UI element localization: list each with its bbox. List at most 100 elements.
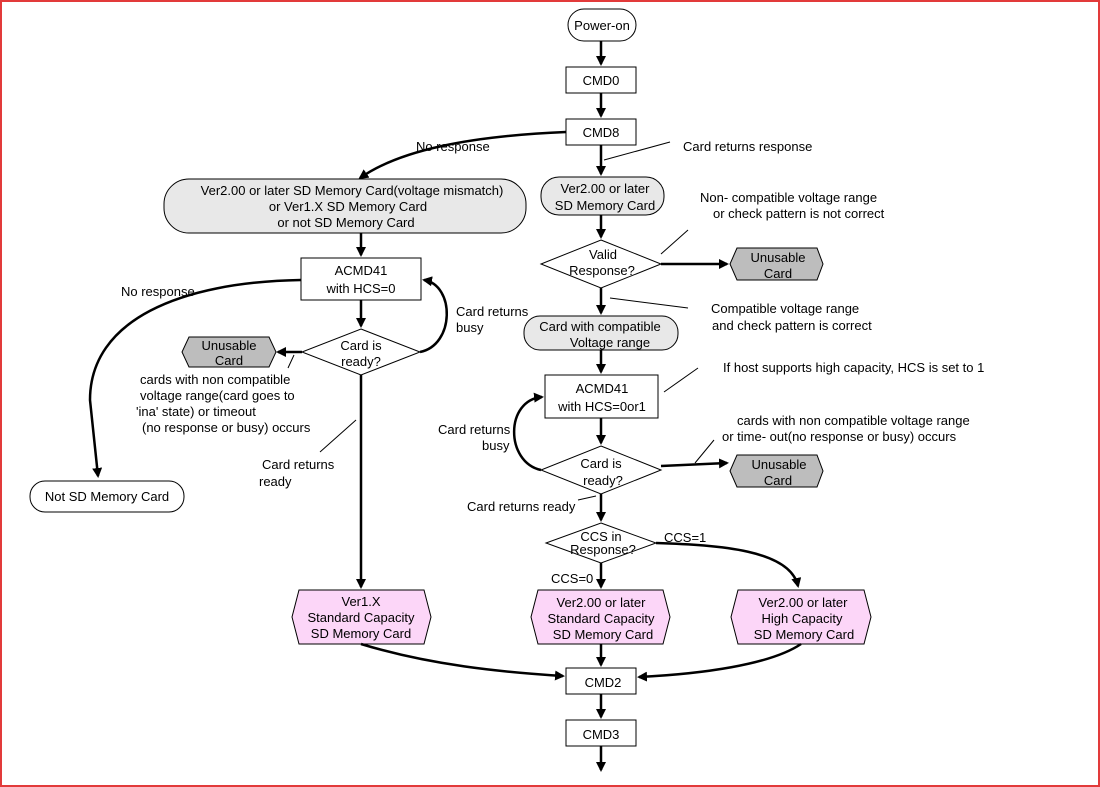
label-busy-left-1: Card returns [456, 304, 529, 319]
label-left-unusable-4: (no response or busy) occurs [142, 420, 311, 435]
svg-text:SD Memory Card: SD Memory Card [553, 627, 653, 642]
callout-left-unusable [287, 354, 295, 369]
ready-right-decision: Card is ready? [539, 445, 663, 495]
label-left-unusable-3: 'ina' state) or timeout [136, 404, 256, 419]
acmd41-right-node: ACMD41 with HCS=0or1 [544, 374, 659, 419]
svg-text:CMD8: CMD8 [583, 125, 620, 140]
callout-noncompat [660, 229, 689, 255]
svg-text:CCS in: CCS in [580, 529, 621, 544]
svg-text:CMD3: CMD3 [583, 727, 620, 742]
svg-text:Card: Card [764, 266, 792, 281]
svg-text:Ver2.00 or later: Ver2.00 or later [557, 595, 647, 610]
label-right-unusable-2: or time- out(no response or busy) occurs [722, 429, 957, 444]
arrow-busy-loop-right [512, 392, 544, 472]
cmd3-node: CMD3 [565, 719, 637, 747]
label-hcs-note: If host supports high capacity, HCS is s… [723, 360, 984, 375]
svg-text:ACMD41: ACMD41 [335, 263, 388, 278]
svg-text:Card is: Card is [580, 456, 622, 471]
cmd0-node: CMD0 [565, 66, 637, 94]
svg-text:ready?: ready? [341, 354, 381, 369]
cmd2-node: CMD2 [565, 667, 637, 695]
arrow-acmd41-notsd [88, 278, 302, 478]
callout-right-unusable [694, 439, 715, 464]
svg-text:SD Memory Card: SD Memory Card [555, 198, 655, 213]
svg-text:Unusable: Unusable [202, 338, 257, 353]
label-ready-left-1: Card returns [262, 457, 335, 472]
label-ready-right: Card returns ready [467, 499, 576, 514]
svg-text:or Ver1.X SD Memory Card: or Ver1.X SD Memory Card [269, 199, 427, 214]
callout-card-returns-response [603, 141, 671, 161]
svg-text:Unusable: Unusable [752, 457, 807, 472]
label-right-unusable-1: cards with non compatible voltage range [737, 413, 970, 428]
left-card-state-node: Ver2.00 or later SD Memory Card(voltage … [163, 178, 527, 234]
not-sd-node: Not SD Memory Card [29, 480, 185, 513]
label-ccs0: CCS=0 [551, 571, 593, 586]
acmd41-left-node: ACMD41 with HCS=0 [300, 257, 422, 301]
label-busy-right-2: busy [482, 438, 510, 453]
label-noncompat-2: or check pattern is not correct [713, 206, 885, 221]
callout-compat [609, 297, 689, 309]
svg-text:Card: Card [215, 353, 243, 368]
svg-text:Power-on: Power-on [574, 18, 630, 33]
svg-text:ready?: ready? [583, 473, 623, 488]
svg-text:Not SD Memory Card: Not SD Memory Card [45, 489, 169, 504]
svg-text:Response?: Response? [569, 263, 635, 278]
svg-text:Ver2.00 or later: Ver2.00 or later [561, 181, 651, 196]
svg-text:Ver1.X: Ver1.X [341, 594, 380, 609]
callout-ready-left [319, 419, 357, 453]
arrow-busy-loop-left [419, 276, 448, 354]
unusable-right-1-node: Unusable Card [729, 247, 824, 281]
label-compat-2: and check pattern is correct [712, 318, 872, 333]
unusable-right-2-node: Unusable Card [729, 454, 824, 488]
svg-text:High Capacity: High Capacity [762, 611, 843, 626]
callout-ready-right [577, 495, 597, 501]
power-on-node: Power-on [567, 8, 637, 42]
svg-text:Unusable: Unusable [751, 250, 806, 265]
label-busy-left-2: busy [456, 320, 484, 335]
arrow-high-cmd2 [637, 642, 802, 682]
ver2-standard-node: Ver2.00 or later Standard Capacity SD Me… [530, 589, 671, 645]
label-left-unusable-2: voltage range(card goes to [140, 388, 295, 403]
label-no-response-2: No response [121, 284, 195, 299]
arrow-ver1x-cmd2 [360, 642, 565, 681]
unusable-left-node: Unusable Card [181, 336, 277, 368]
svg-text:Valid: Valid [589, 247, 617, 262]
svg-text:Card is: Card is [340, 338, 382, 353]
label-noncompat-1: Non- compatible voltage range [700, 190, 877, 205]
svg-text:Card: Card [764, 473, 792, 488]
ccs-decision: CCS in Response? [544, 522, 658, 564]
compatible-card-node: Card with compatible Voltage range [523, 315, 679, 351]
svg-text:Standard Capacity: Standard Capacity [548, 611, 655, 626]
svg-text:Card with compatible: Card with compatible [539, 319, 660, 334]
ver2-high-node: Ver2.00 or later High Capacity SD Memory… [730, 589, 872, 645]
label-left-unusable-1: cards with non compatible [140, 372, 290, 387]
label-card-returns-response: Card returns response [683, 139, 812, 154]
svg-text:or not SD Memory Card: or not SD Memory Card [277, 215, 414, 230]
svg-text:CMD2: CMD2 [585, 675, 622, 690]
svg-text:SD Memory Card: SD Memory Card [311, 626, 411, 641]
cmd8-node: CMD8 [565, 118, 637, 146]
ver2-state-node: Ver2.00 or later SD Memory Card [540, 176, 665, 216]
label-busy-right-1: Card returns [438, 422, 511, 437]
arrow-cmd8-left [358, 130, 567, 180]
svg-text:CMD0: CMD0 [583, 73, 620, 88]
ver1x-node: Ver1.X Standard Capacity SD Memory Card [291, 589, 432, 645]
label-no-response-1: No response [416, 139, 490, 154]
svg-text:Response?: Response? [570, 542, 636, 557]
label-compat-1: Compatible voltage range [711, 301, 859, 316]
label-ready-left-2: ready [259, 474, 292, 489]
svg-text:Voltage range: Voltage range [570, 335, 650, 350]
callout-hcs [663, 367, 699, 393]
svg-text:Ver2.00 or later: Ver2.00 or later [759, 595, 849, 610]
svg-text:Ver2.00 or later SD Memory Car: Ver2.00 or later SD Memory Card(voltage … [201, 183, 504, 198]
svg-text:ACMD41: ACMD41 [576, 381, 629, 396]
svg-text:with HCS=0: with HCS=0 [326, 281, 396, 296]
valid-response-decision: Valid Response? [539, 239, 663, 289]
arrow-ccs-high [655, 541, 802, 588]
svg-text:Standard Capacity: Standard Capacity [308, 610, 415, 625]
arrow-ready-unusable-right [660, 458, 729, 469]
svg-text:with HCS=0or1: with HCS=0or1 [557, 399, 646, 414]
ready-left-decision: Card is ready? [300, 328, 422, 376]
svg-text:SD Memory Card: SD Memory Card [754, 627, 854, 642]
